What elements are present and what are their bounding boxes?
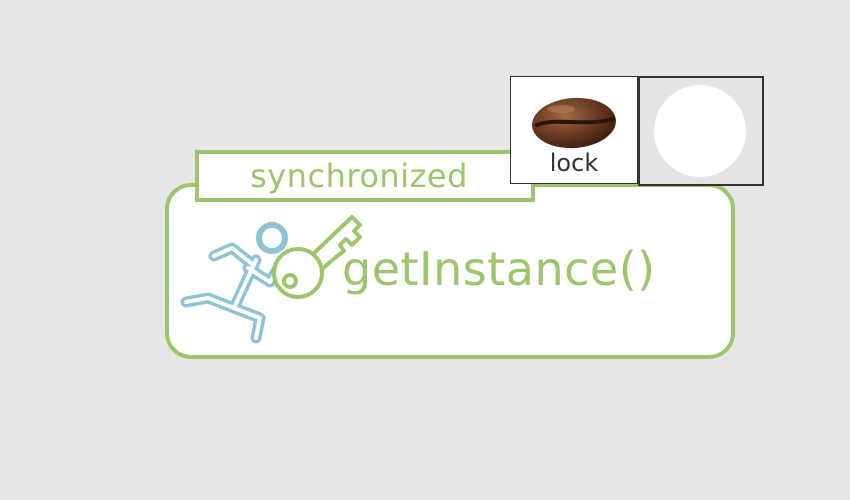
synchronized-tab: synchronized: [195, 150, 535, 202]
lock-label: lock: [549, 149, 599, 177]
lock-slot-card: [638, 76, 764, 186]
method-label: getInstance(): [342, 242, 656, 296]
synchronized-label: synchronized: [250, 157, 468, 195]
key-icon: [272, 215, 362, 299]
lock-card: lock: [510, 76, 638, 184]
empty-circle-icon: [654, 85, 746, 177]
coffee-bean-icon: [532, 97, 616, 149]
